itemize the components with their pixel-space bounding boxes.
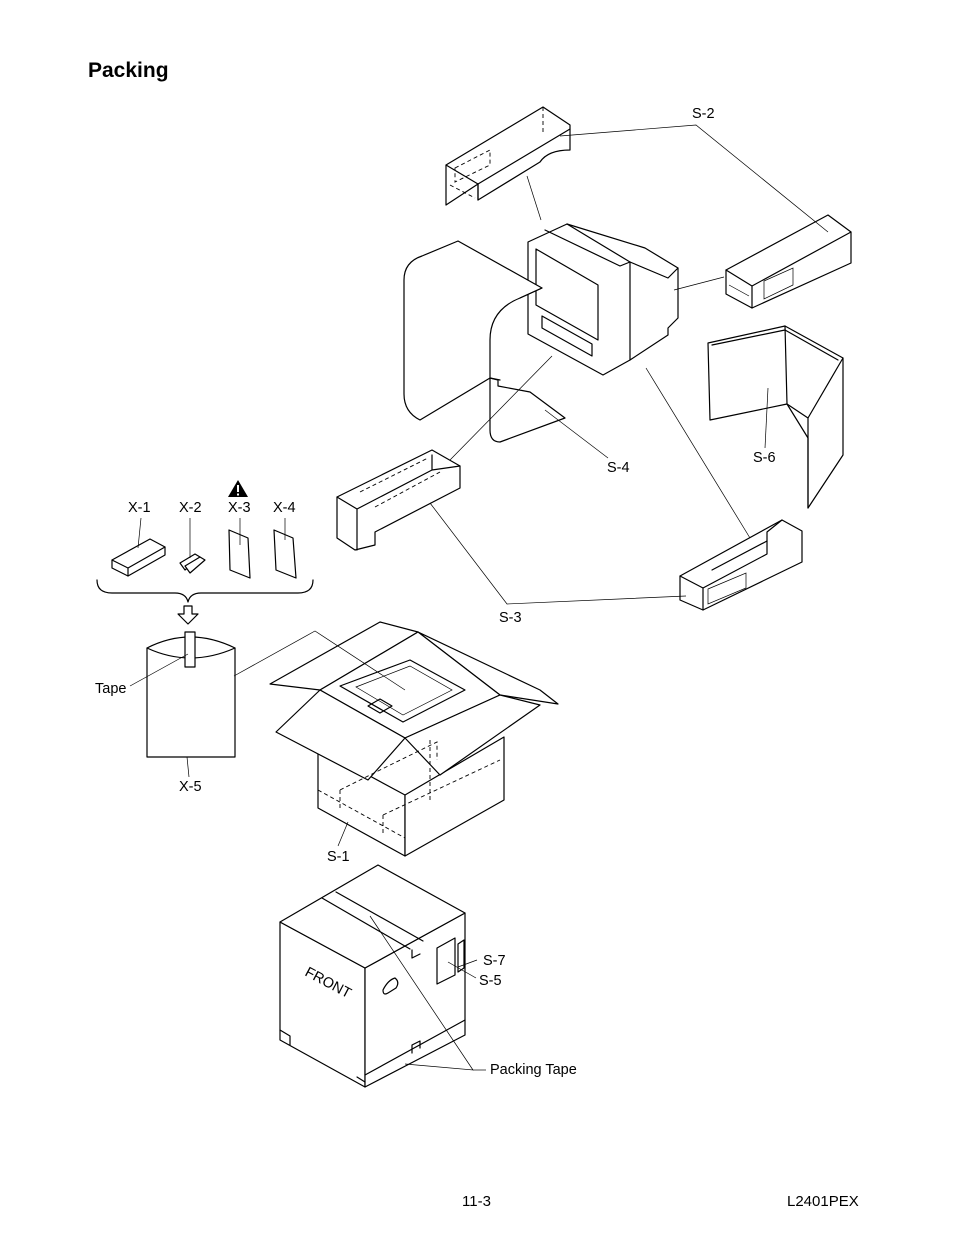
accessory-x4	[273, 529, 297, 579]
label-s1: S-1	[327, 849, 350, 865]
packed-box	[279, 864, 466, 1088]
warning-triangle-icon	[228, 480, 248, 497]
foam-s2-left	[445, 106, 571, 206]
label-s5: S-5	[479, 973, 502, 989]
accessory-x2	[179, 553, 206, 574]
label-x1: X-1	[128, 500, 151, 516]
label-x5: X-5	[179, 779, 202, 795]
foam-s2-right	[725, 214, 852, 309]
foam-s3-right	[679, 519, 803, 611]
accessory-x3	[228, 529, 251, 579]
label-s3: S-3	[499, 610, 522, 626]
page-number: 11-3	[462, 1193, 491, 1210]
label-s2: S-2	[692, 106, 715, 122]
label-s6: S-6	[753, 450, 776, 466]
foam-s3-left	[336, 449, 461, 551]
label-x3: X-3	[228, 500, 251, 516]
label-tape: Tape	[95, 681, 126, 697]
cardboard-s6	[707, 325, 844, 509]
accessory-x1	[111, 538, 166, 577]
monitor	[527, 223, 679, 376]
label-x2: X-2	[179, 500, 202, 516]
accessory-brace	[96, 579, 314, 603]
model-number: L2401PEX	[787, 1193, 859, 1210]
leader-lines	[129, 124, 829, 1071]
label-s7: S-7	[483, 953, 506, 969]
label-packing-tape: Packing Tape	[490, 1062, 577, 1078]
page-title: Packing	[88, 59, 169, 82]
label-s4: S-4	[607, 460, 630, 476]
open-box-s1	[269, 621, 559, 857]
down-arrow-icon	[177, 605, 199, 625]
dust-cover-s4	[403, 240, 566, 443]
bag-x5	[146, 631, 236, 758]
label-x4: X-4	[273, 500, 296, 516]
